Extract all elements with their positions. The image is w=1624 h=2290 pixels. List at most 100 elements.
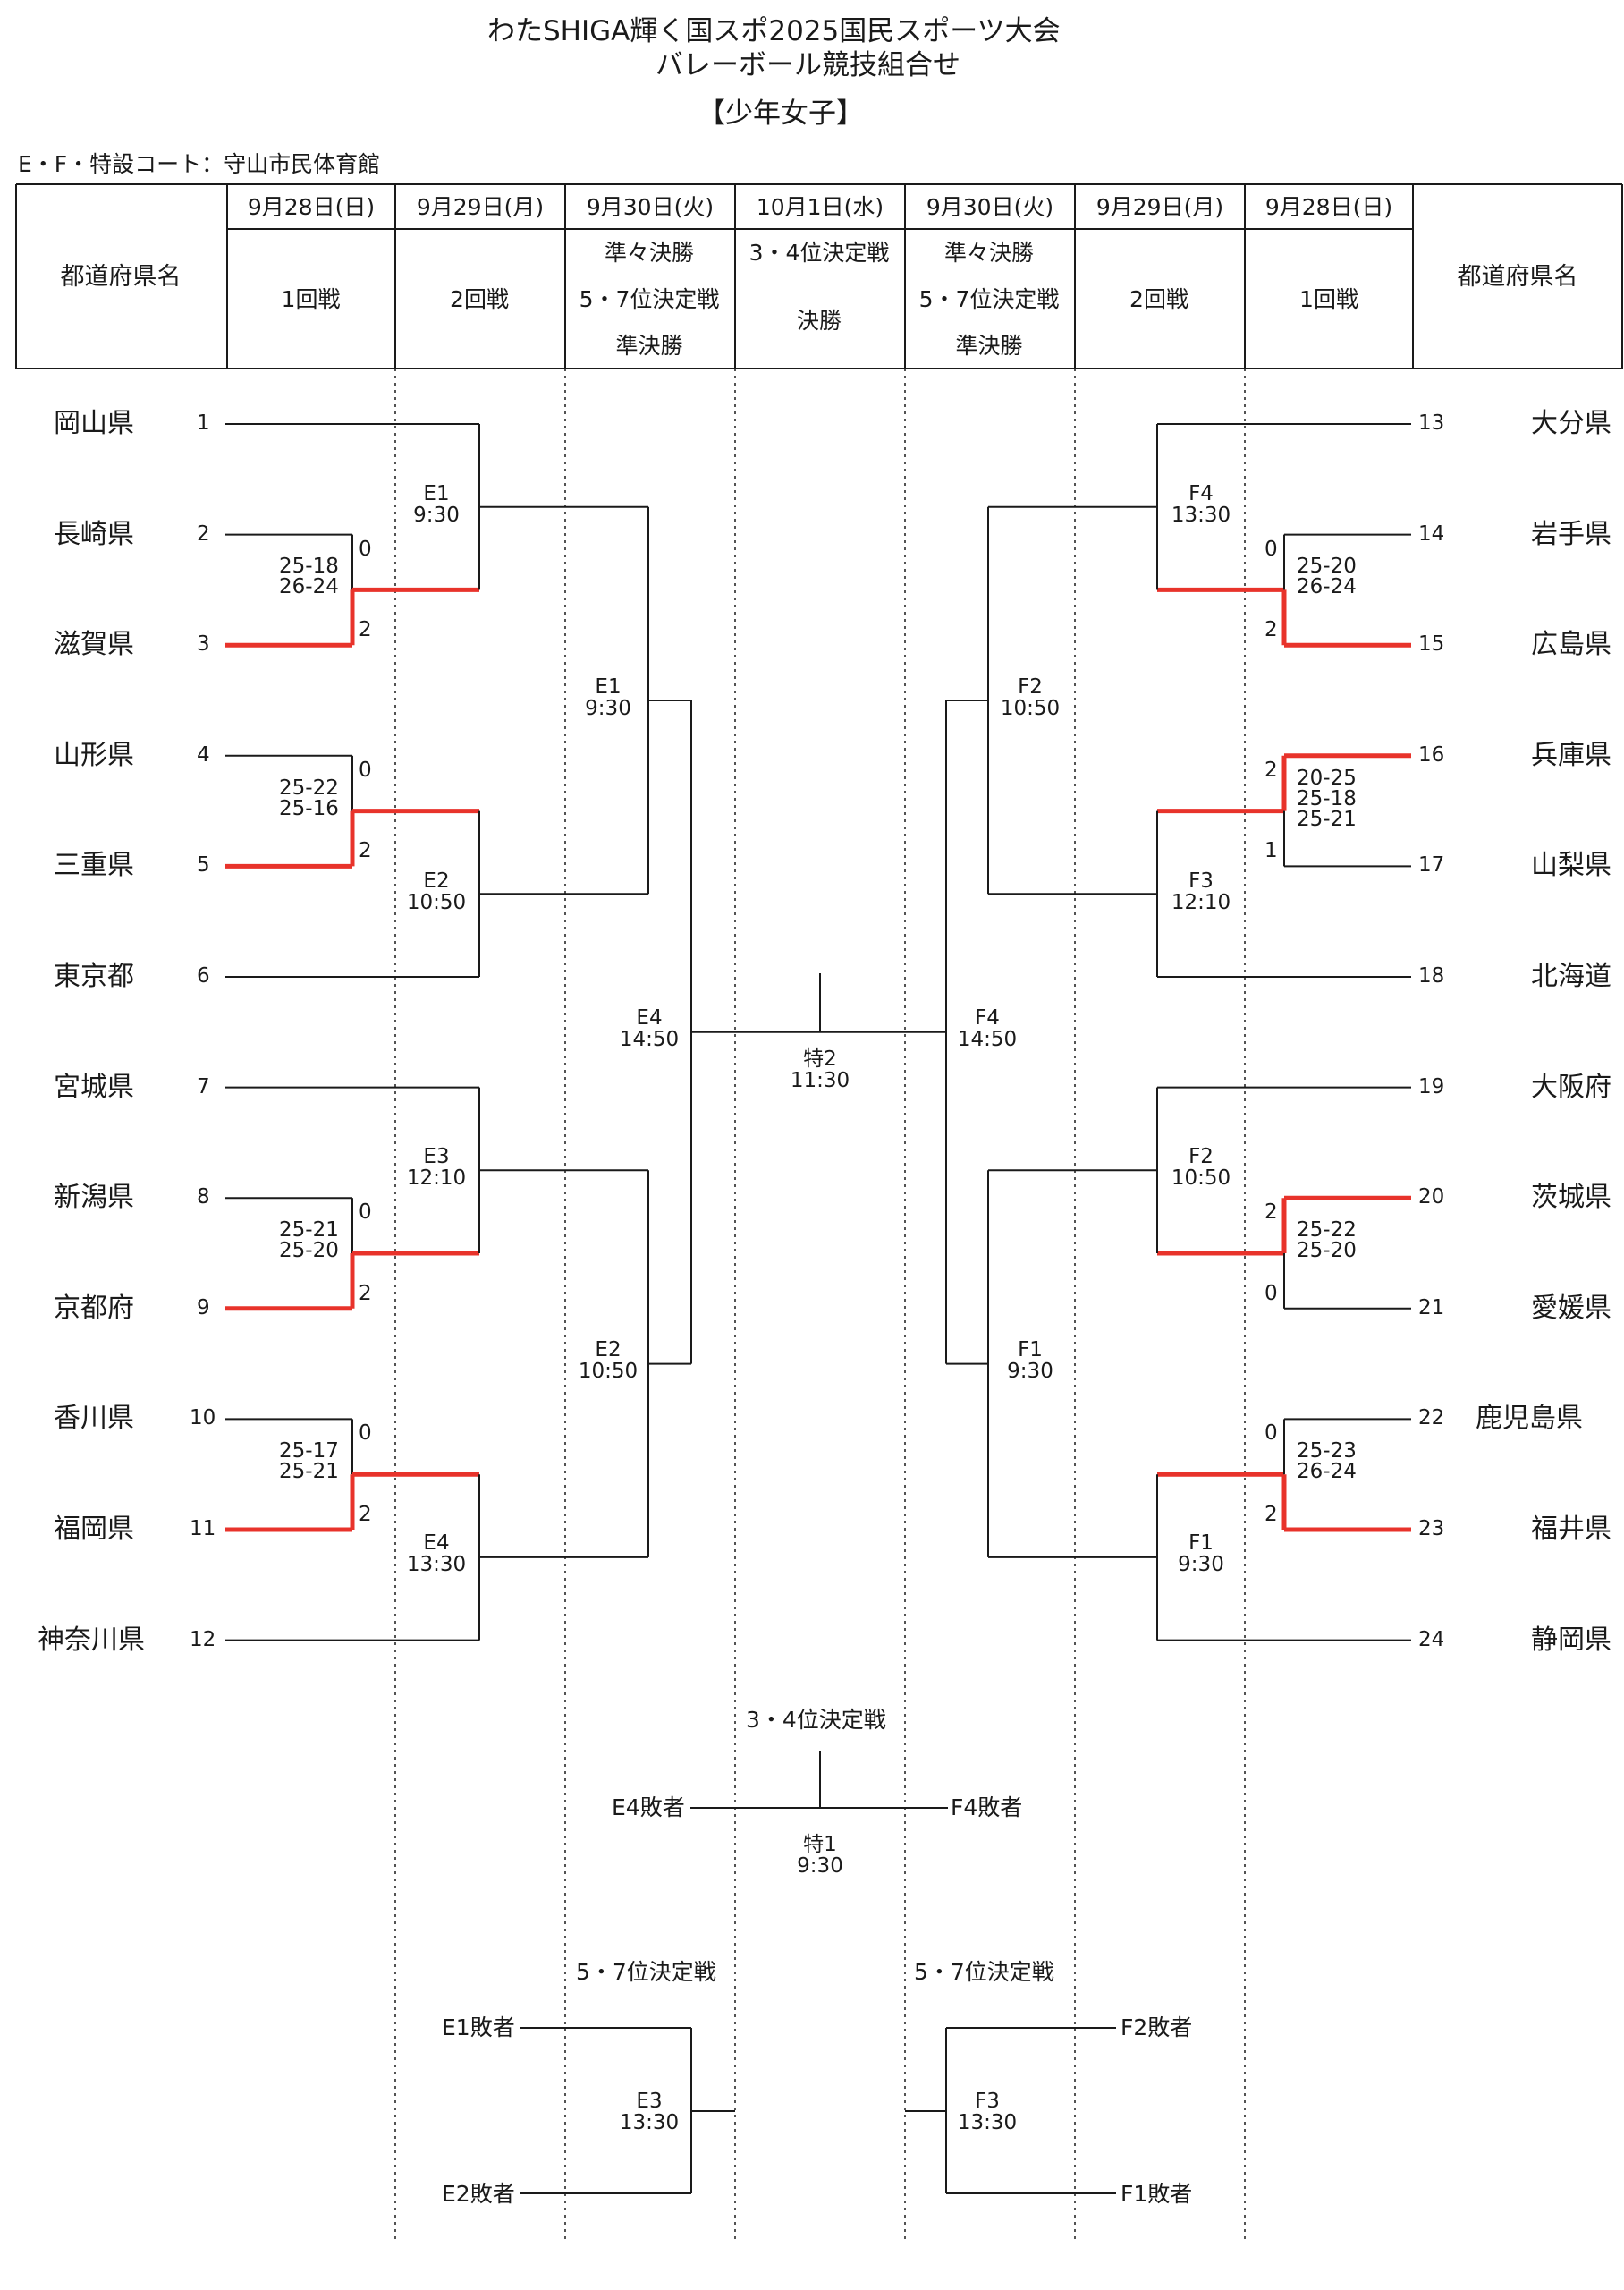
team-seed-right: 21 bbox=[1418, 1295, 1445, 1319]
header-qf-left-1: 準々決勝 bbox=[604, 240, 694, 266]
match-label: F2 10:50 bbox=[1171, 1145, 1231, 1191]
match-label: F1 9:30 bbox=[1007, 1338, 1053, 1384]
match-label: F3 12:10 bbox=[1171, 869, 1231, 915]
match-label: F4 14:50 bbox=[957, 1006, 1018, 1052]
header-qf-right-1: 準々決勝 bbox=[943, 240, 1034, 266]
team-seed-left: 11 bbox=[190, 1517, 216, 1540]
header-date: 9月30日(火) bbox=[926, 194, 1054, 220]
header-qf-left-3: 準決勝 bbox=[615, 333, 683, 359]
match-label: F2 10:50 bbox=[1000, 675, 1061, 721]
team-seed-left: 6 bbox=[197, 964, 210, 988]
header-date: 9月29日(月) bbox=[416, 194, 545, 220]
set-count-bottom-right: 0 bbox=[1265, 1281, 1278, 1305]
team-name-right: 静岡県 bbox=[1531, 1624, 1611, 1656]
team-name-left: 山形県 bbox=[54, 739, 134, 771]
header-r1-left: 1回戦 bbox=[281, 286, 341, 312]
set-count-bottom-right: 2 bbox=[1265, 1503, 1278, 1526]
score-left: 25-22 25-16 bbox=[279, 776, 339, 820]
team-name-right: 鹿児島県 bbox=[1476, 1403, 1583, 1435]
score-right: 20-25 25-18 25-21 bbox=[1297, 766, 1357, 831]
team-name-left: 京都府 bbox=[54, 1292, 134, 1324]
team-seed-right: 17 bbox=[1418, 853, 1445, 878]
team-name-left: 岡山県 bbox=[54, 408, 134, 439]
match-label: 特2 11:30 bbox=[790, 1047, 850, 1093]
match-label: E4 13:30 bbox=[406, 1531, 467, 1577]
team-seed-right: 13 bbox=[1418, 411, 1445, 435]
set-count-bottom-right: 2 bbox=[1265, 618, 1278, 642]
team-name-right: 北海道 bbox=[1531, 961, 1611, 992]
third-place-right-team: F4敗者 bbox=[951, 1794, 1023, 1820]
team-name-right: 山梨県 bbox=[1531, 850, 1611, 882]
team-name-left: 香川県 bbox=[54, 1403, 134, 1435]
team-name-right: 茨城県 bbox=[1531, 1182, 1611, 1214]
fifth-right-top-team: F2敗者 bbox=[1121, 2014, 1193, 2040]
set-count-top-left: 0 bbox=[359, 758, 372, 782]
header-qf-left-2: 5・7位決定戦 bbox=[579, 286, 720, 312]
match-label: E2 10:50 bbox=[406, 869, 467, 915]
team-seed-right: 16 bbox=[1418, 742, 1445, 767]
team-seed-right: 24 bbox=[1418, 1627, 1445, 1651]
team-seed-right: 22 bbox=[1418, 1406, 1445, 1430]
team-seed-left: 5 bbox=[197, 853, 210, 878]
set-count-bottom-left: 2 bbox=[359, 839, 372, 863]
team-name-right: 広島県 bbox=[1531, 629, 1611, 661]
set-count-top-right: 0 bbox=[1265, 537, 1278, 561]
match-label: E3 12:10 bbox=[406, 1145, 467, 1191]
team-seed-left: 8 bbox=[197, 1185, 210, 1209]
header-pref-left: 都道府県名 bbox=[60, 263, 182, 291]
header-qf-right-2: 5・7位決定戦 bbox=[918, 286, 1060, 312]
team-name-left: 長崎県 bbox=[54, 518, 134, 550]
third-place-label: 3・4位決定戦 bbox=[746, 1707, 886, 1733]
team-name-right: 福井県 bbox=[1531, 1514, 1611, 1545]
team-name-right: 大分県 bbox=[1531, 408, 1611, 439]
team-name-right: 兵庫県 bbox=[1531, 739, 1611, 771]
fifth-right-bottom-team: F1敗者 bbox=[1121, 2181, 1193, 2207]
team-name-left: 三重県 bbox=[54, 850, 134, 882]
match-label: E3 13:30 bbox=[619, 2090, 680, 2135]
score-right: 25-23 26-24 bbox=[1297, 1439, 1357, 1484]
set-count-top-right: 2 bbox=[1265, 1200, 1278, 1225]
team-name-right: 大阪府 bbox=[1531, 1071, 1611, 1103]
set-count-bottom-left: 2 bbox=[359, 1503, 372, 1526]
title-line1: わたSHIGA輝く国スポ2025国民スポーツ大会 bbox=[487, 15, 1061, 47]
team-seed-right: 19 bbox=[1418, 1074, 1445, 1098]
team-seed-left: 4 bbox=[197, 742, 210, 767]
team-name-right: 岩手県 bbox=[1531, 518, 1611, 550]
set-count-bottom-left: 2 bbox=[359, 1281, 372, 1305]
team-seed-left: 2 bbox=[197, 522, 210, 546]
score-left: 25-18 26-24 bbox=[279, 555, 339, 599]
match-label: F1 9:30 bbox=[1178, 1531, 1224, 1577]
third-place-left-team: E4敗者 bbox=[612, 1794, 685, 1820]
match-label: E2 10:50 bbox=[578, 1338, 639, 1384]
team-name-right: 愛媛県 bbox=[1531, 1292, 1611, 1324]
team-name-left: 宮城県 bbox=[54, 1071, 134, 1103]
set-count-bottom-right: 1 bbox=[1265, 839, 1278, 863]
team-name-left: 福岡県 bbox=[54, 1514, 134, 1545]
set-count-top-left: 0 bbox=[359, 1200, 372, 1225]
header-date: 9月28日(日) bbox=[1265, 194, 1393, 220]
header-final-1: 3・4位決定戦 bbox=[749, 240, 890, 266]
category-title: 【少年女子】 bbox=[698, 98, 864, 130]
team-seed-right: 23 bbox=[1418, 1517, 1445, 1540]
header-date: 10月1日(水) bbox=[756, 194, 884, 220]
score-left: 25-17 25-21 bbox=[279, 1439, 339, 1484]
team-seed-left: 12 bbox=[190, 1627, 216, 1651]
header-qf-right-3: 準決勝 bbox=[955, 333, 1023, 359]
fifth-left-bottom-team: E2敗者 bbox=[442, 2181, 515, 2207]
team-seed-right: 14 bbox=[1418, 522, 1445, 546]
match-label: E1 9:30 bbox=[585, 675, 631, 721]
header-r2-right: 2回戦 bbox=[1129, 286, 1188, 312]
match-label: E4 14:50 bbox=[619, 1006, 680, 1052]
team-seed-left: 3 bbox=[197, 632, 210, 657]
set-count-bottom-left: 2 bbox=[359, 618, 372, 642]
team-name-left: 滋賀県 bbox=[54, 629, 134, 661]
team-seed-right: 18 bbox=[1418, 964, 1445, 988]
fifth-left-top-team: E1敗者 bbox=[442, 2014, 515, 2040]
score-right: 25-20 26-24 bbox=[1297, 555, 1357, 599]
venue-label: E・F・特設コート：守山市民体育館 bbox=[18, 151, 381, 177]
team-name-left: 東京都 bbox=[54, 961, 134, 992]
match-label: F3 13:30 bbox=[957, 2090, 1018, 2135]
team-name-left: 神奈川県 bbox=[38, 1624, 145, 1656]
team-seed-left: 1 bbox=[197, 411, 210, 435]
